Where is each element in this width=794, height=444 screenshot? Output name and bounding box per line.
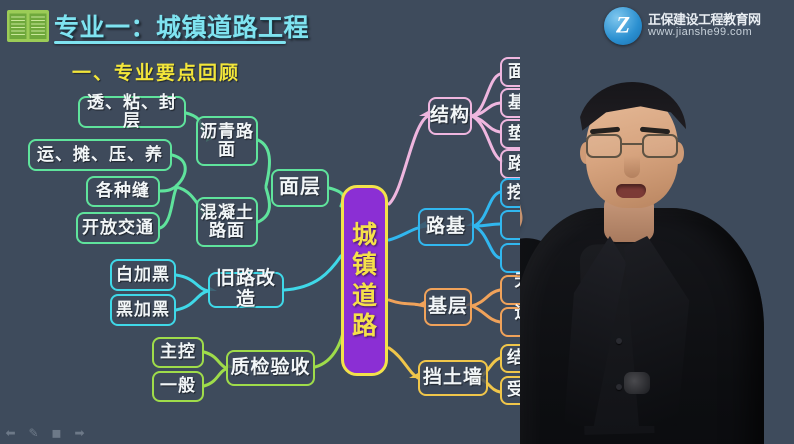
node-wuji-jiheliao[interactable]: 无机结合料 <box>500 271 596 308</box>
node-jiceng[interactable]: 基层 <box>424 288 472 326</box>
pen-icon[interactable]: ✎ <box>28 425 39 440</box>
node-jiceng-yun-tan-ya[interactable]: 运、摊、压 <box>500 303 596 340</box>
arrow-left-icon[interactable]: ⬅ <box>5 425 16 440</box>
brand-logo[interactable]: Z 正保建设工程教育网 www.jianshe99.com <box>604 4 788 48</box>
slide-header: 专业一：城镇道路工程 Z 正保建设工程教育网 www.jianshe99.com <box>0 0 794 50</box>
node-luji-child-2[interactable] <box>500 210 568 240</box>
arrow-right-icon[interactable]: ➡ <box>74 425 85 440</box>
node-liqing-lumian[interactable]: 沥青路面 <box>196 116 258 166</box>
node-luji[interactable]: 路基 <box>418 208 474 246</box>
node-yiban[interactable]: 一般 <box>152 371 204 402</box>
center-node-char: 道 <box>351 281 377 310</box>
node-luji-child-3[interactable] <box>500 243 568 273</box>
node-jiegou-jiceng[interactable]: 基层 <box>500 88 552 118</box>
logo-company-name: 正保建设工程教育网 <box>648 12 761 28</box>
node-gezhongfeng[interactable]: 各种缝 <box>86 176 160 207</box>
node-zhukong[interactable]: 主控 <box>152 337 204 368</box>
center-node-char: 路 <box>351 312 377 340</box>
node-jiegou-luji[interactable]: 路基 <box>500 149 552 179</box>
node-luji-wa-tian[interactable]: 挖、填 <box>500 178 568 208</box>
logo-mark-icon: Z <box>604 7 642 45</box>
node-yun-tan-ya-yang[interactable]: 运、摊、压、养 <box>28 139 172 171</box>
node-shouli-xingshi[interactable]: 受力形式 <box>500 376 590 405</box>
section-heading: 一、专业要点回顾 <box>72 63 241 84</box>
open-book-icon <box>7 10 49 42</box>
node-kaifang-jiaotong[interactable]: 开放交通 <box>76 212 160 244</box>
logo-letter: Z <box>615 12 631 38</box>
logo-text-block: 正保建设工程教育网 www.jianshe99.com <box>648 13 761 38</box>
center-node-char: 镇 <box>351 251 377 279</box>
node-dangtuqiang[interactable]: 挡土墙 <box>418 360 488 396</box>
center-node-chengzhen-daolu[interactable]: 城 镇 道 路 <box>341 185 388 376</box>
logo-website-url: www.jianshe99.com <box>648 26 753 39</box>
node-jiulu-gaizao[interactable]: 旧路改造 <box>208 269 284 310</box>
player-annotation-toolbar[interactable]: ⬅ ✎ ◼ ➡ <box>4 426 86 439</box>
node-jiegou-mianceng[interactable]: 面层 <box>500 57 552 87</box>
center-node-char: 城 <box>351 220 377 249</box>
node-jiegou-tedian[interactable]: 结构特点 <box>500 344 590 373</box>
node-jiegou-dianceng[interactable]: 垫层 <box>500 119 552 149</box>
page-title-underline <box>54 41 286 44</box>
node-hunningtu-lumian[interactable]: 混凝土路面 <box>196 197 258 247</box>
node-jiegou[interactable]: 结构 <box>428 97 472 135</box>
node-tou-nian-fengceng[interactable]: 透、粘、封层 <box>78 93 186 130</box>
node-bai-jia-hei[interactable]: 白加黑 <box>110 259 176 291</box>
page-title: 专业一：城镇道路工程 <box>54 14 310 42</box>
node-mianceng[interactable]: 面层 <box>271 169 329 207</box>
node-zhijian-yanshou[interactable]: 质检验收 <box>226 350 315 386</box>
node-hei-jia-hei[interactable]: 黑加黑 <box>110 294 176 326</box>
stop-square-icon[interactable]: ◼ <box>51 425 62 440</box>
